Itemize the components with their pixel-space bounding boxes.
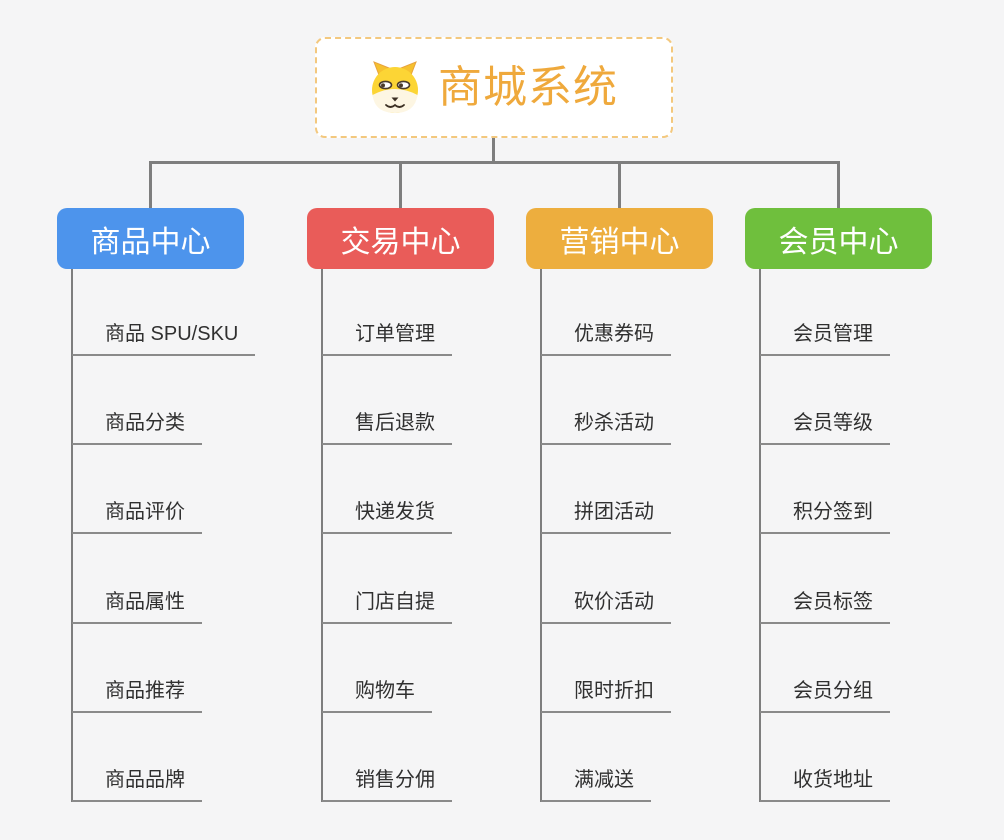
leaf-node[interactable]: 收货地址	[760, 767, 890, 802]
connector-line	[492, 138, 495, 164]
connector-line	[837, 161, 840, 208]
branch-node-3[interactable]: 营销中心	[526, 208, 713, 269]
leaf-node[interactable]: 拼团活动	[541, 499, 671, 534]
branch-child-line	[540, 269, 542, 802]
dog-face-icon	[370, 60, 420, 115]
leaf-node[interactable]: 限时折扣	[541, 678, 671, 713]
leaf-node[interactable]: 会员标签	[760, 589, 890, 624]
leaf-node[interactable]: 砍价活动	[541, 589, 671, 624]
leaf-node[interactable]: 积分签到	[760, 499, 890, 534]
root-node[interactable]: 商城系统	[315, 37, 673, 138]
branch-node-2[interactable]: 交易中心	[307, 208, 494, 269]
leaf-node[interactable]: 商品属性	[72, 589, 202, 624]
leaf-node[interactable]: 门店自提	[322, 589, 452, 624]
branch-child-line	[321, 269, 323, 802]
leaf-node[interactable]: 会员等级	[760, 410, 890, 445]
leaf-node[interactable]: 订单管理	[322, 321, 452, 356]
connector-line	[149, 161, 152, 208]
leaf-node[interactable]: 商品 SPU/SKU	[72, 321, 256, 356]
leaf-node[interactable]: 会员分组	[760, 678, 890, 713]
leaf-node[interactable]: 购物车	[322, 678, 432, 713]
connector-line	[149, 161, 840, 164]
connector-line	[618, 161, 621, 208]
leaf-node[interactable]: 销售分佣	[322, 767, 452, 802]
branch-child-line	[759, 269, 761, 802]
connector-line	[399, 161, 402, 208]
leaf-node[interactable]: 商品品牌	[72, 767, 202, 802]
leaf-node[interactable]: 商品分类	[72, 410, 202, 445]
leaf-node[interactable]: 售后退款	[322, 410, 452, 445]
leaf-node[interactable]: 满减送	[541, 767, 651, 802]
leaf-node[interactable]: 商品评价	[72, 499, 202, 534]
leaf-node[interactable]: 商品推荐	[72, 678, 202, 713]
leaf-node[interactable]: 快递发货	[322, 499, 452, 534]
branch-node-4[interactable]: 会员中心	[745, 208, 932, 269]
leaf-node[interactable]: 优惠券码	[541, 321, 671, 356]
leaf-node[interactable]: 秒杀活动	[541, 410, 671, 445]
branch-node-1[interactable]: 商品中心	[57, 208, 244, 269]
root-title: 商城系统	[438, 62, 618, 112]
branch-child-line	[71, 269, 73, 802]
leaf-node[interactable]: 会员管理	[760, 321, 890, 356]
